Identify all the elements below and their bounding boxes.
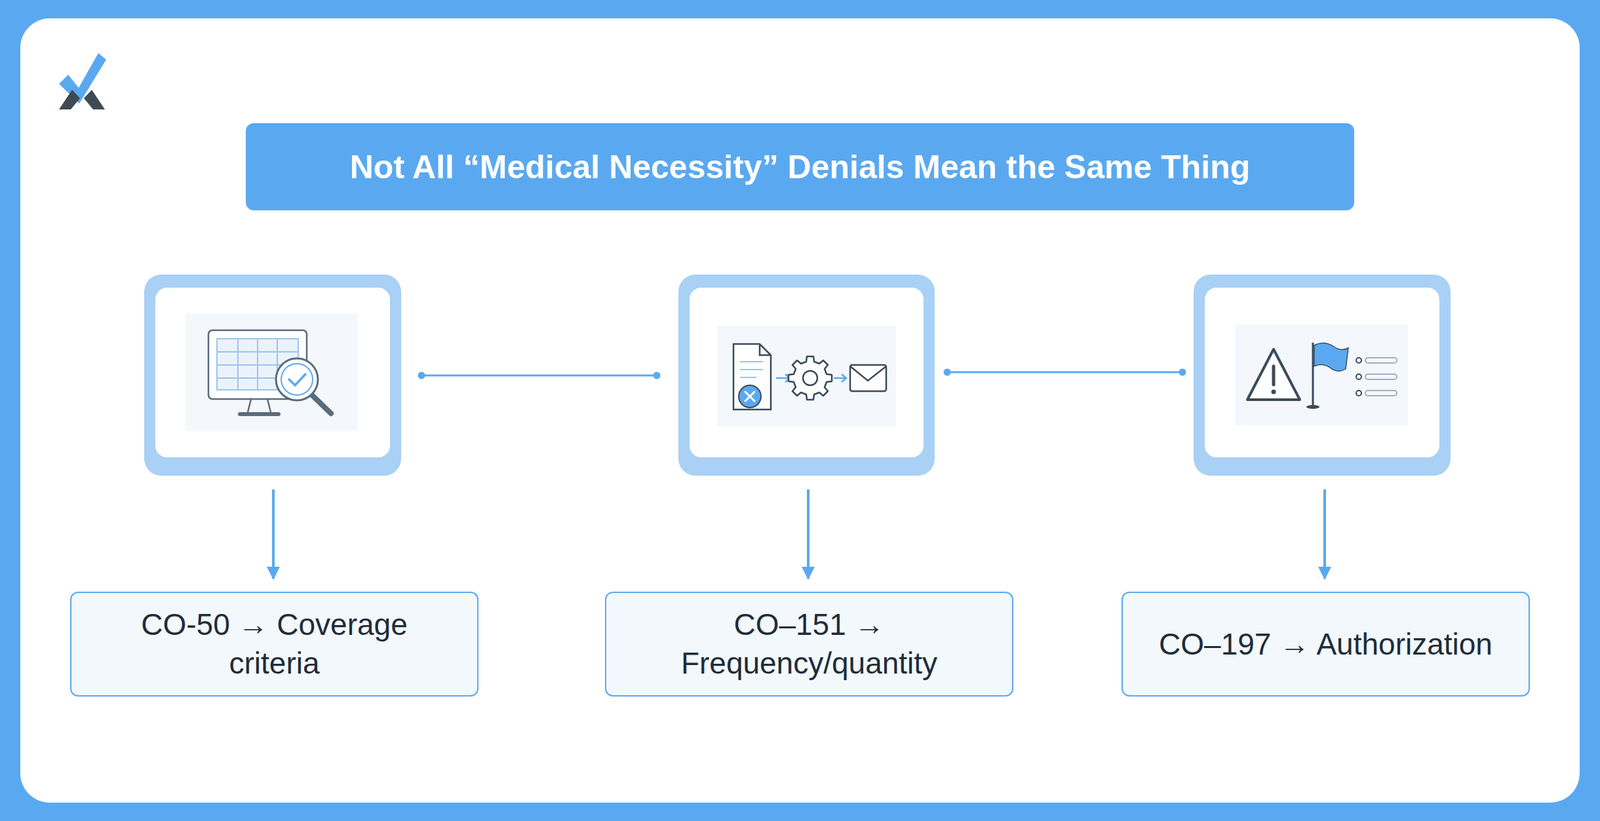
list-line	[1365, 374, 1397, 380]
logo-check	[58, 53, 107, 104]
envelope-flap	[850, 366, 887, 381]
flag	[1314, 342, 1349, 371]
list-line	[1365, 390, 1397, 396]
icon-frame	[678, 274, 935, 476]
flag-pole	[1312, 342, 1315, 407]
title-text: Not All “Medical Necessity” Denials Mean…	[350, 148, 1251, 187]
monitor-base	[237, 412, 281, 417]
document-shape	[733, 344, 771, 410]
reject-circle	[738, 385, 761, 408]
denial-code-text: CO–151 → Frequency/quantity	[639, 605, 980, 683]
logo	[58, 53, 107, 110]
list-bullet	[1356, 374, 1362, 380]
link-dot	[943, 369, 952, 377]
icon-frame	[144, 274, 402, 476]
white-panel	[20, 18, 1580, 803]
icon-background	[717, 325, 897, 427]
list-bullet	[1356, 390, 1362, 396]
check-mark	[289, 374, 306, 386]
warning-dot	[1271, 390, 1277, 395]
link-line	[421, 374, 657, 377]
denial-code-box: CO-50 → Coverage criteria	[70, 591, 479, 697]
down-arrow	[1323, 489, 1327, 579]
gear-teeth	[788, 356, 832, 400]
document-lines	[740, 361, 763, 378]
denial-code-text: CO-50 → Coverage criteria	[104, 605, 446, 683]
gear-hub	[802, 370, 818, 386]
envelope	[850, 365, 887, 392]
link-dot	[418, 372, 426, 380]
icon-frame	[1193, 274, 1451, 476]
list-bullet	[1356, 357, 1362, 364]
icon-frame-inner	[155, 287, 391, 458]
warning-triangle	[1247, 349, 1300, 400]
down-arrow	[272, 489, 275, 579]
monitor-stand	[247, 399, 271, 413]
link-dot	[653, 372, 661, 380]
icon-background	[185, 313, 358, 432]
magnifier-lens	[275, 358, 318, 401]
magnifier-handle	[312, 395, 332, 414]
down-arrow	[806, 489, 810, 579]
link-line	[947, 371, 1183, 374]
reject-x	[745, 391, 755, 402]
flow-arrow	[833, 374, 847, 383]
icon-frame-inner	[689, 287, 924, 458]
list-line	[1365, 357, 1397, 364]
denial-code-box: CO–197 → Authorization	[1121, 591, 1530, 697]
magnifier-ring	[281, 363, 313, 396]
denial-code-box: CO–151 → Frequency/quantity	[604, 591, 1014, 697]
title-banner: Not All “Medical Necessity” Denials Mean…	[245, 123, 1355, 211]
denial-code-text: CO–197 → Authorization	[1158, 625, 1493, 664]
logo-x-right	[83, 89, 105, 110]
gear	[788, 356, 832, 400]
link-dot	[1179, 369, 1187, 377]
icon-background	[1235, 324, 1408, 426]
workflow-icon	[717, 325, 897, 427]
flag-icon	[1235, 324, 1408, 426]
logo-x-left	[58, 89, 80, 110]
warning-mark	[1272, 366, 1276, 385]
flag-base	[1306, 405, 1320, 410]
icon-frame-inner	[1204, 287, 1440, 458]
monitor-icon	[185, 313, 358, 432]
